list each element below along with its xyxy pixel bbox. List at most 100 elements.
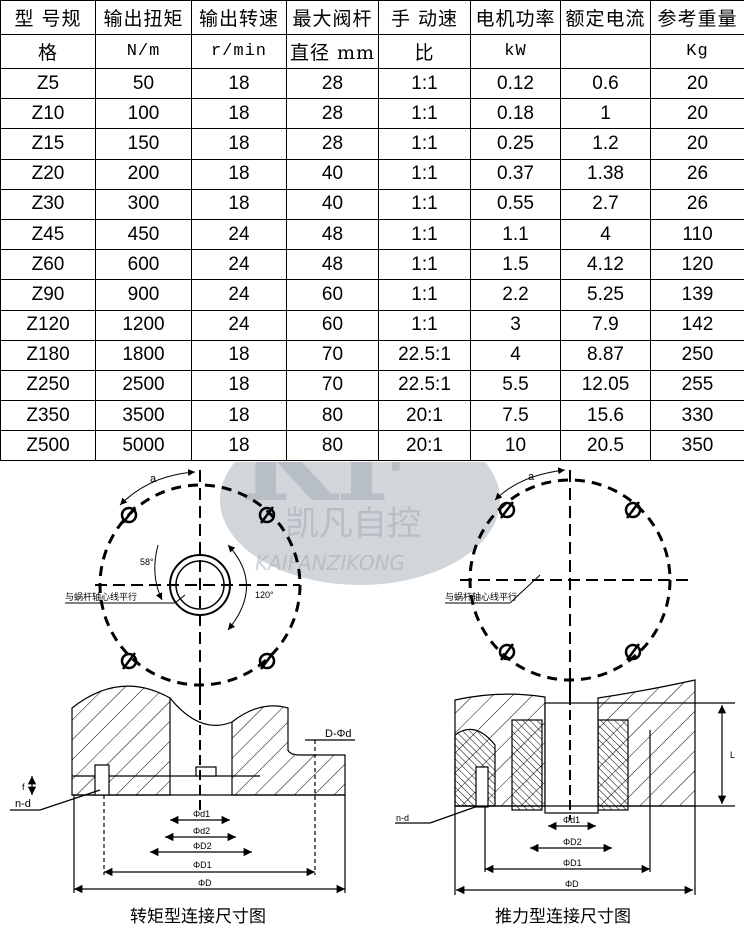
left-top-view xyxy=(65,468,302,700)
table-cell: 0.18 xyxy=(470,98,561,130)
table-cell: 24 xyxy=(191,279,287,311)
table-cell: Z250 xyxy=(0,369,96,402)
table-cell: 150 xyxy=(95,128,192,160)
header-row-1: 型 号规输出扭矩输出转速最大阀杆手 动速电机功率额定电流参考重量 xyxy=(0,0,744,35)
table-cell: 450 xyxy=(95,218,192,251)
table-cell: 3500 xyxy=(95,400,192,432)
column-header: 手 动速 xyxy=(378,0,471,35)
table-cell: 20 xyxy=(650,98,744,130)
table-cell: 1.38 xyxy=(560,158,651,190)
angle-120: 120° xyxy=(255,590,274,600)
table-cell: Z120 xyxy=(0,309,96,341)
angle-58: 58° xyxy=(140,557,154,567)
left-dimensions xyxy=(10,739,355,894)
column-header: 额定电流 xyxy=(560,0,651,35)
table-cell: Z5 xyxy=(0,67,96,100)
table-cell: 7.9 xyxy=(560,309,651,341)
column-header: 最大阀杆 xyxy=(286,0,379,35)
right-section-view xyxy=(454,679,735,820)
table-cell: 20.5 xyxy=(560,430,651,462)
table-cell: 50 xyxy=(95,67,192,100)
table-cell: 255 xyxy=(650,369,744,402)
table-cell: 1:1 xyxy=(378,158,471,190)
table-cell: Z500 xyxy=(0,430,96,462)
table-cell: 18 xyxy=(191,188,287,220)
table-cell: Z350 xyxy=(0,400,96,432)
column-header-unit xyxy=(560,34,651,69)
table-cell: 20:1 xyxy=(378,400,471,432)
table-cell: 28 xyxy=(286,98,379,130)
column-header: 输出扭矩 xyxy=(95,0,192,35)
table-cell: 1800 xyxy=(95,339,192,371)
table-cell: 1:1 xyxy=(378,128,471,160)
table-cell: 26 xyxy=(650,188,744,220)
table-cell: 139 xyxy=(650,279,744,311)
table-cell: 1.1 xyxy=(470,218,561,251)
table-cell: Z60 xyxy=(0,249,96,281)
table-cell: 22.5:1 xyxy=(378,369,471,402)
table-cell: Z20 xyxy=(0,158,96,190)
table-cell: 28 xyxy=(286,67,379,100)
dim-D-phid: D-Φd xyxy=(325,728,352,740)
table-cell: 70 xyxy=(286,369,379,402)
dim-phi-D2: ΦD2 xyxy=(193,841,212,851)
table-cell: 0.37 xyxy=(470,158,561,190)
table-cell: 18 xyxy=(191,400,287,432)
table-cell: 3 xyxy=(470,309,561,341)
table-cell: 18 xyxy=(191,98,287,130)
table-cell: 1.5 xyxy=(470,249,561,281)
column-header-unit: 直径 mm xyxy=(286,34,379,69)
table-cell: 0.12 xyxy=(470,67,561,100)
table-cell: 24 xyxy=(191,249,287,281)
table-cell: 28 xyxy=(286,128,379,160)
table-cell: Z90 xyxy=(0,279,96,311)
table-cell: 18 xyxy=(191,67,287,100)
table-cell: 24 xyxy=(191,309,287,341)
table-cell: 48 xyxy=(286,218,379,251)
drawings: KF 凯凡自控 KAIFANZIKONG a 58° 120° 与蜗杆轴心线平行 xyxy=(10,462,735,927)
dim-phi-D-right: ΦD xyxy=(565,879,579,889)
dim-phi-d2: Φd2 xyxy=(193,826,210,836)
table-cell: 0.6 xyxy=(560,67,651,100)
table-cell: 18 xyxy=(191,158,287,190)
table-cell: Z180 xyxy=(0,339,96,371)
table-cell: 142 xyxy=(650,309,744,341)
table-cell: 40 xyxy=(286,188,379,220)
table-cell: 80 xyxy=(286,400,379,432)
column-header-unit: r/min xyxy=(191,34,287,69)
table-cell: 7.5 xyxy=(470,400,561,432)
left-section-view xyxy=(71,680,346,810)
table-cell: 12.05 xyxy=(560,369,651,402)
column-header: 输出转速 xyxy=(191,0,287,35)
watermark-en: KAIFANZIKONG xyxy=(255,551,405,575)
dim-L: L xyxy=(730,750,735,760)
table-cell: 5.5 xyxy=(470,369,561,402)
table-cell: 0.25 xyxy=(470,128,561,160)
table-cell: 18 xyxy=(191,430,287,462)
table-cell: 250 xyxy=(650,339,744,371)
dim-a-right: a xyxy=(528,471,535,483)
table-cell: 18 xyxy=(191,369,287,402)
table-cell: 20 xyxy=(650,128,744,160)
table-cell: 330 xyxy=(650,400,744,432)
table-cell: 20:1 xyxy=(378,430,471,462)
table-cell: 2.2 xyxy=(470,279,561,311)
table-cell: 1:1 xyxy=(378,188,471,220)
table-cell: 10 xyxy=(470,430,561,462)
table-cell: 900 xyxy=(95,279,192,311)
table-cell: 300 xyxy=(95,188,192,220)
left-caption: 转矩型连接尺寸图 xyxy=(130,907,266,927)
column-header-unit: N/m xyxy=(95,34,192,69)
dim-a: a xyxy=(150,473,157,485)
table-cell: 8.87 xyxy=(560,339,651,371)
dim-f: f xyxy=(22,782,25,792)
table-cell: 200 xyxy=(95,158,192,190)
table-cell: 18 xyxy=(191,339,287,371)
column-header-unit: 比 xyxy=(378,34,471,69)
watermark: KF 凯凡自控 KAIFANZIKONG xyxy=(220,462,500,585)
